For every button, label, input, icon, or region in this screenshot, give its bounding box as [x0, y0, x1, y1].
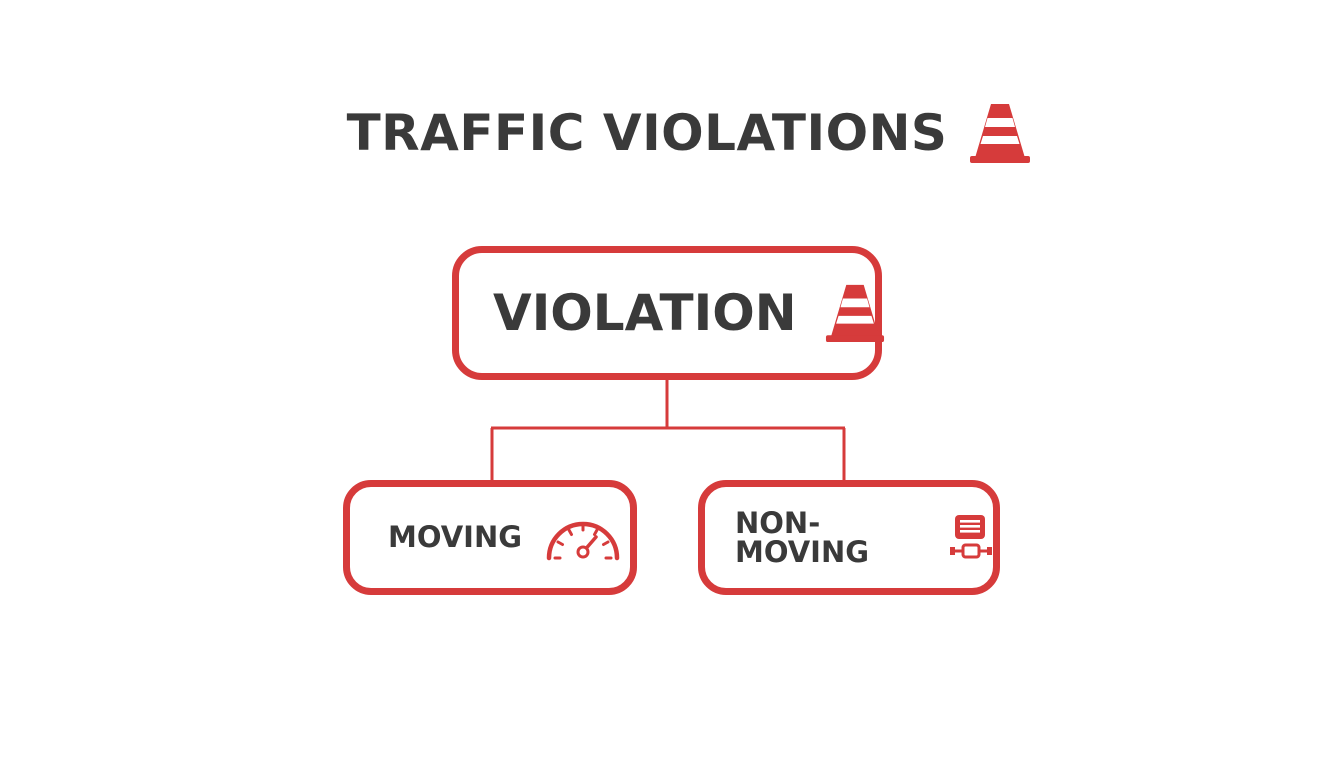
node-moving-label: MOVING: [388, 520, 523, 554]
page-title: TRAFFIC VIOLATIONS: [346, 104, 948, 162]
node-moving: MOVING: [343, 480, 637, 595]
traffic-cone-icon: [825, 281, 885, 345]
node-violation-label: VIOLATION: [493, 284, 797, 342]
diagram-title: TRAFFIC VIOLATIONS: [0, 98, 1344, 168]
node-non-moving: NON-MOVING: [698, 480, 1000, 595]
speedometer-icon: [544, 514, 622, 562]
node-non-moving-label: NON-MOVING: [735, 505, 870, 569]
parking-ticket-icon: [949, 513, 993, 563]
node-violation: VIOLATION: [452, 246, 885, 380]
traffic-cone-icon: [969, 100, 1031, 166]
